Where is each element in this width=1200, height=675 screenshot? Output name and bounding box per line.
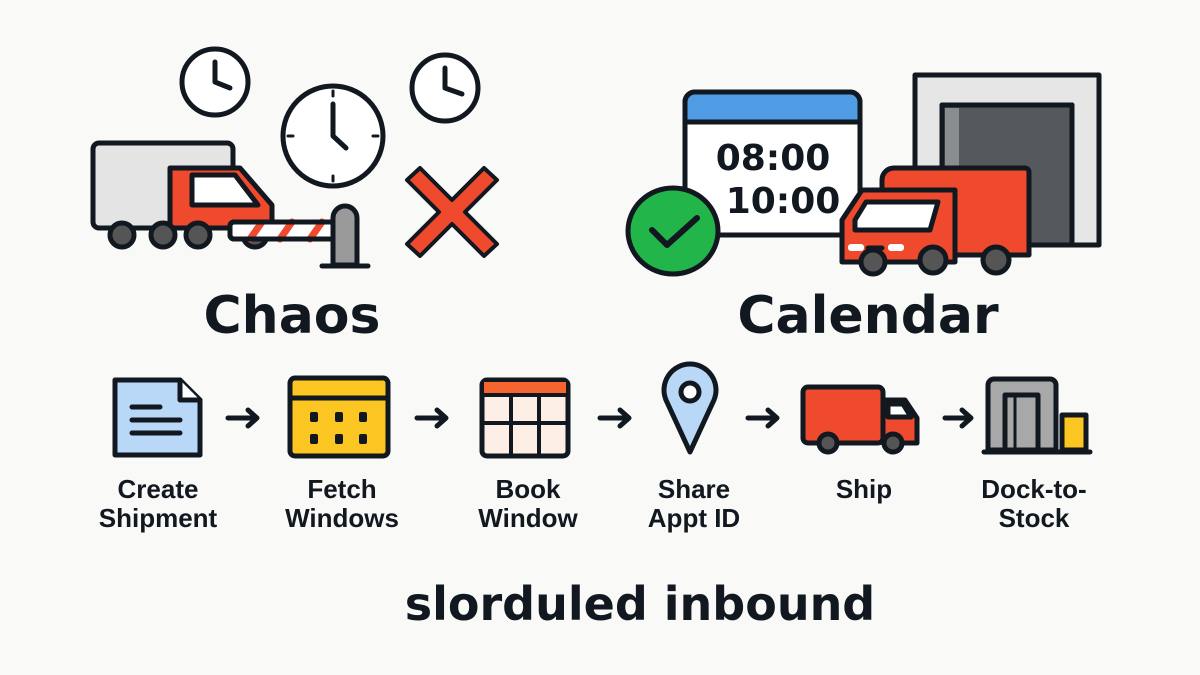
time-slot: 10:00: [726, 181, 841, 222]
truck-icon: [800, 384, 920, 455]
grid-calendar-icon: [479, 377, 571, 459]
barrier-icon: [227, 203, 371, 269]
step-label: Fetch: [307, 474, 376, 504]
process-flow: [112, 361, 1093, 459]
step-label: Create: [118, 474, 199, 504]
footer-title: slorduled inbound: [405, 577, 876, 631]
arrow-icon: [597, 407, 632, 429]
truck-icon: [90, 140, 275, 250]
warehouse-icon: [981, 376, 1093, 455]
calendar-illustration: 08:00 10:00: [625, 72, 1102, 277]
calendar-title: Calendar: [737, 286, 999, 346]
step-label: Stock: [999, 503, 1070, 533]
step-labels: Create Shipment Fetch Windows Book Windo…: [99, 474, 1087, 533]
truck-icon: [839, 165, 1032, 277]
location-pin-icon: [661, 361, 719, 455]
schedule-calendar-icon: [682, 89, 863, 238]
step-label: Dock-to-: [981, 474, 1086, 504]
chaos-illustration: [90, 46, 499, 269]
arrow-icon: [745, 407, 780, 429]
arrow-icon: [942, 407, 974, 429]
step-label: Book: [496, 474, 562, 504]
step-label: Shipment: [99, 503, 218, 533]
step-label: Share: [658, 474, 730, 504]
arrow-icon: [414, 407, 449, 429]
time-slot: 08:00: [716, 138, 831, 179]
step-label: Appt ID: [648, 503, 740, 533]
step-label: Ship: [836, 474, 892, 504]
step-label: Windows: [285, 503, 399, 533]
clock-icon: [409, 52, 481, 124]
check-circle-icon: [625, 185, 721, 277]
chaos-title: Chaos: [204, 286, 381, 346]
red-x-icon: [405, 166, 499, 258]
clock-icon: [280, 83, 386, 189]
document-icon: [112, 377, 203, 458]
step-label: Window: [478, 503, 578, 533]
arrow-icon: [225, 407, 260, 429]
clock-icon: [179, 46, 251, 118]
calendar-icon: [287, 375, 391, 459]
